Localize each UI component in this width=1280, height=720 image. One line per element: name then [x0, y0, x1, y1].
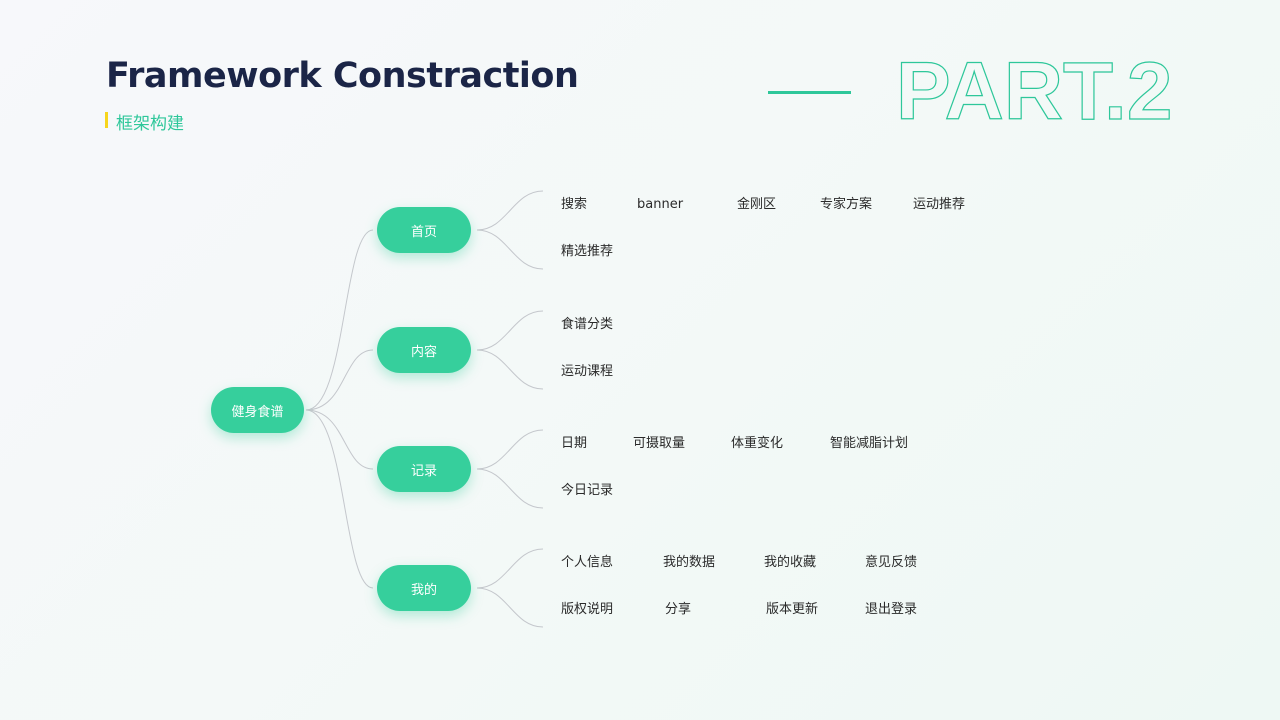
leaf-item[interactable]: 金刚区: [737, 197, 777, 212]
branch-node[interactable]: 我的: [377, 565, 471, 611]
leaf-item[interactable]: 我的数据: [663, 555, 716, 570]
leaf-connector: [476, 587, 544, 628]
leaf-item[interactable]: 意见反馈: [865, 555, 918, 570]
leaf-item[interactable]: 分享: [665, 602, 692, 617]
leaf-item[interactable]: 我的收藏: [764, 555, 817, 570]
leaf-item[interactable]: 运动推荐: [913, 197, 966, 212]
page-subtitle: 框架构建: [116, 114, 184, 134]
leaf-item[interactable]: 个人信息: [561, 555, 614, 570]
part-label-graphic: PART.2: [895, 50, 1173, 130]
branch-connector: [305, 229, 374, 411]
leaf-item[interactable]: 搜索: [561, 197, 588, 212]
subtitle-marker: [105, 112, 108, 128]
leaf-item[interactable]: 体重变化: [731, 436, 784, 451]
leaf-item[interactable]: 版本更新: [766, 602, 819, 617]
leaf-connector: [476, 349, 544, 390]
leaf-connector: [476, 548, 544, 589]
leaf-item[interactable]: 食谱分类: [561, 317, 614, 332]
leaf-item[interactable]: 今日记录: [561, 483, 614, 498]
branch-node[interactable]: 记录: [377, 446, 471, 492]
leaf-connector: [476, 429, 544, 470]
root-node[interactable]: 健身食谱: [211, 387, 304, 433]
leaf-connector: [476, 190, 544, 231]
branch-node[interactable]: 内容: [377, 327, 471, 373]
page-title: Framework Constraction: [106, 56, 579, 96]
leaf-item[interactable]: 专家方案: [820, 197, 873, 212]
branch-node[interactable]: 首页: [377, 207, 471, 253]
branch-connector: [305, 409, 374, 589]
leaf-item[interactable]: 退出登录: [865, 602, 918, 617]
leaf-item[interactable]: 精选推荐: [561, 244, 614, 259]
part-divider-line: [768, 91, 851, 94]
leaf-item[interactable]: 运动课程: [561, 364, 614, 379]
leaf-item[interactable]: banner: [637, 197, 684, 212]
leaf-item[interactable]: 智能减脂计划: [830, 436, 909, 451]
part-label: PART.2: [896, 50, 1172, 130]
branch-connector: [305, 409, 374, 470]
leaf-connector: [476, 310, 544, 351]
leaf-item[interactable]: 日期: [561, 436, 588, 451]
leaf-item[interactable]: 可摄取量: [633, 436, 686, 451]
branch-connector: [305, 349, 374, 411]
leaf-connector: [476, 229, 544, 270]
leaf-item[interactable]: 版权说明: [561, 602, 614, 617]
leaf-connector: [476, 468, 544, 509]
